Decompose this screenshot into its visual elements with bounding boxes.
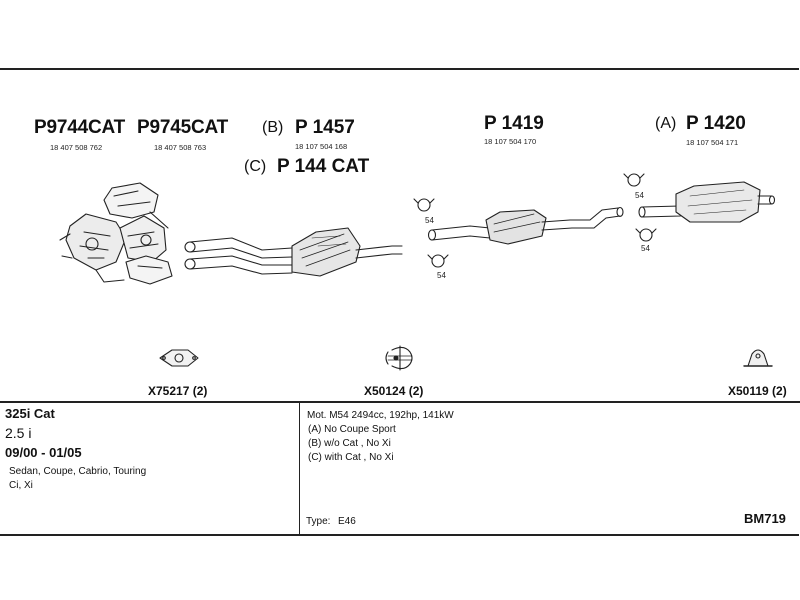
part-number-p9745cat: 18 407 508 763 (154, 143, 207, 152)
vehicle-years: 09/00 - 01/05 (5, 445, 82, 460)
part-prefix-a: (A) (655, 115, 677, 132)
vehicle-trim: Ci, Xi (9, 480, 33, 491)
info-column-divider (299, 401, 300, 535)
diagram-code: BM719 (744, 511, 786, 526)
type-label: Type: (306, 516, 331, 527)
part-code-p1419[interactable]: P 1419 (484, 113, 544, 134)
gasket-icon[interactable] (159, 349, 199, 367)
vehicle-engine: 2.5 i (5, 425, 32, 441)
part-code-p9745cat[interactable]: P9745CAT (137, 117, 228, 138)
note-c: (C) with Cat , No Xi (308, 452, 394, 463)
part-code-p1420[interactable]: P 1420 (686, 113, 746, 134)
center-pipe-resonator-icon[interactable] (427, 206, 624, 245)
part-prefix-b: (B) (262, 119, 284, 136)
accessory-code-x50124[interactable]: X50124 (2) (364, 384, 424, 398)
front-pipe-with-catalyst-icon[interactable] (184, 227, 403, 277)
part-prefix-c: (C) (244, 158, 267, 175)
part-code-p144cat[interactable]: P 144 CAT (277, 156, 370, 177)
clamp-mark: 54 (635, 191, 644, 200)
clamp-icon[interactable] (385, 345, 413, 371)
part-code-p9744cat[interactable]: P9744CAT (34, 117, 125, 138)
note-motor: Mot. M54 2494cc, 192hp, 141kW (307, 410, 454, 421)
type-value: E46 (338, 516, 356, 527)
note-b: (B) w/o Cat , No Xi (308, 438, 391, 449)
clamp-mark: 54 (425, 216, 434, 225)
info-divider (0, 401, 800, 403)
accessory-code-x50119[interactable]: X50119 (2) (728, 384, 787, 398)
vehicle-model: 325i Cat (5, 406, 55, 421)
accessory-code-x75217[interactable]: X75217 (2) (148, 384, 208, 398)
hanger-icon[interactable] (743, 349, 773, 367)
diagram-frame (0, 68, 799, 536)
clamp-mark: 54 (437, 271, 446, 280)
part-number-p1457: 18 107 504 168 (295, 142, 348, 151)
rear-silencer-icon[interactable] (638, 181, 776, 223)
clamp-mark: 54 (641, 244, 650, 253)
note-a: (A) No Coupe Sport (308, 424, 396, 435)
manifold-catalyst-icon[interactable] (59, 182, 173, 285)
part-number-p1419: 18 107 504 170 (484, 137, 537, 146)
part-number-p9744cat: 18 407 508 762 (50, 143, 103, 152)
part-number-p1420: 18 107 504 171 (686, 138, 739, 147)
vehicle-bodies: Sedan, Coupe, Cabrio, Touring (9, 466, 147, 477)
clamp-icon[interactable] (413, 173, 657, 268)
part-code-p1457[interactable]: P 1457 (295, 117, 355, 138)
